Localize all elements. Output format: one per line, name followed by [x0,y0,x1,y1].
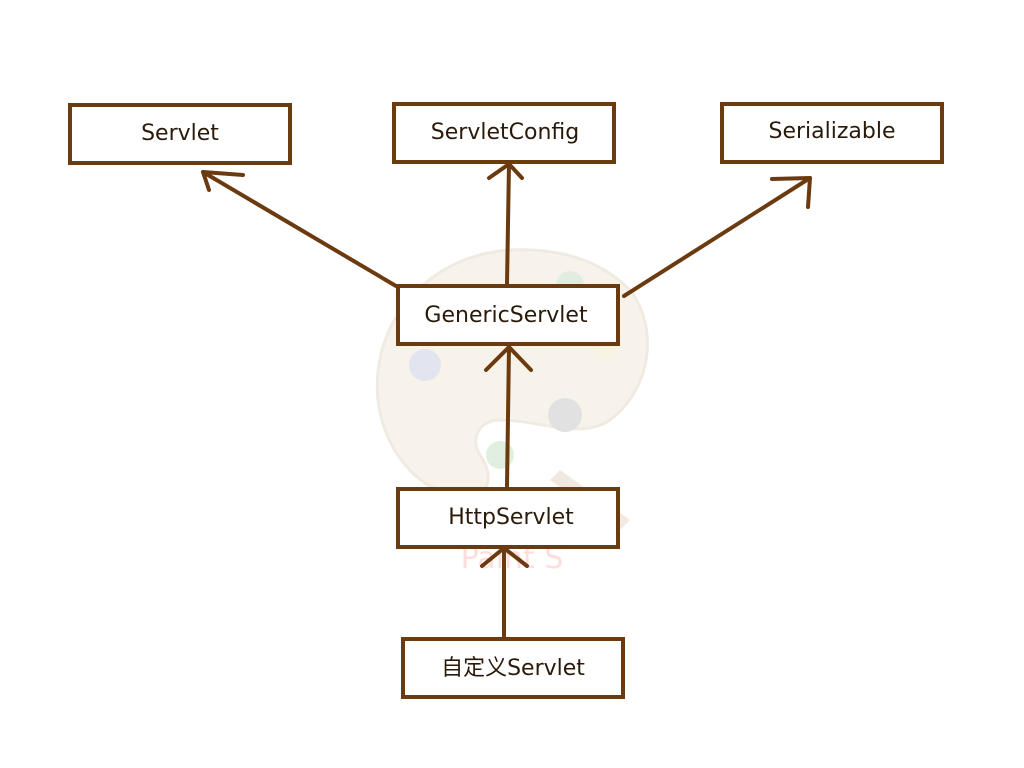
node-box [396,487,620,549]
node-label: HttpServlet [448,505,574,530]
node-box [392,102,616,164]
node-genericservlet: GenericServlet [396,284,620,346]
node-serializable: Serializable [720,102,944,164]
inheritance-edges [201,162,812,638]
node-custom-servlet: 自定义Servlet [401,637,625,699]
node-box [396,284,620,346]
edge-customservlet-to-httpservlet [480,546,529,638]
node-label: Servlet [141,121,219,146]
node-box [401,637,625,699]
node-httpservlet: HttpServlet [396,487,620,549]
node-label: Serializable [768,119,895,144]
node-servletconfig: ServletConfig [392,102,616,164]
node-box [720,102,944,164]
node-label: 自定义Servlet [441,656,585,681]
node-servlet: Servlet [68,103,292,165]
node-box [68,103,292,165]
node-label: ServletConfig [431,120,579,145]
node-label: GenericServlet [424,303,588,328]
edge-genericservlet-to-servlet [201,170,398,288]
edge-httpservlet-to-genericservlet [484,345,533,488]
edge-genericservlet-to-serializable [622,176,812,298]
